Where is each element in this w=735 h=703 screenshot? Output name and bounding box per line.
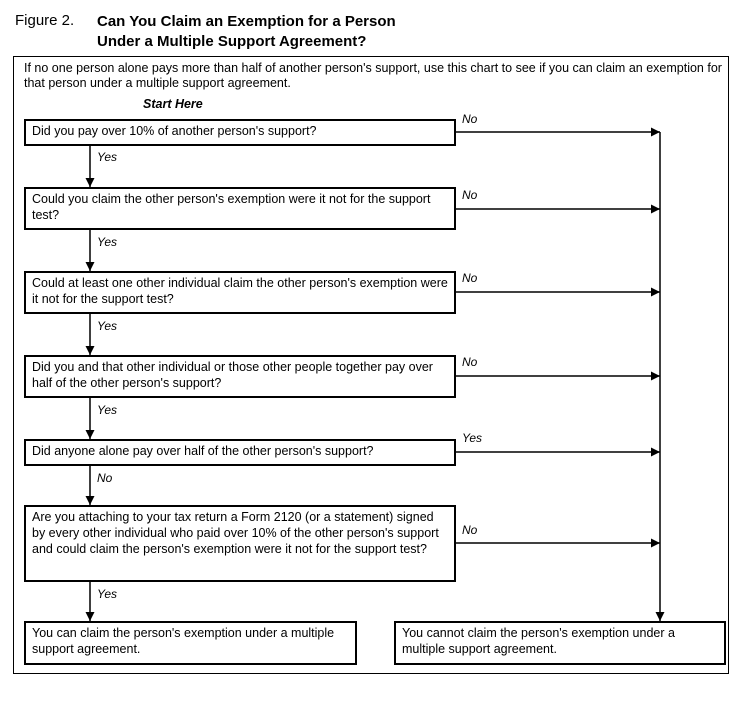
figure-title-line-1: Can You Claim an Exemption for a Person	[97, 13, 396, 30]
result-cannot-claim: You cannot claim the person's exemption …	[394, 621, 726, 665]
intro-text: If no one person alone pays more than ha…	[24, 61, 722, 90]
question-box-1: Did you pay over 10% of another person's…	[24, 119, 456, 146]
result-can-claim: You can claim the person's exemption und…	[24, 621, 357, 665]
flowchart-frame	[13, 56, 729, 674]
q4-right-label: No	[462, 355, 478, 369]
question-box-2: Could you claim the other person's exemp…	[24, 187, 456, 230]
q2-down-label: Yes	[97, 235, 118, 249]
q3-right-label: No	[462, 271, 478, 285]
question-box-4: Did you and that other individual or tho…	[24, 355, 456, 398]
q5-right-label: Yes	[462, 431, 483, 445]
q6-down-label: Yes	[97, 587, 118, 601]
start-here-label: Start Here	[143, 97, 203, 111]
q5-down-label: No	[97, 471, 113, 485]
question-box-3: Could at least one other individual clai…	[24, 271, 456, 314]
q2-right-label: No	[462, 188, 478, 202]
q6-right-label: No	[462, 523, 478, 537]
figure-title-line-2: Under a Multiple Support Agreement?	[97, 33, 367, 50]
question-box-6: Are you attaching to your tax return a F…	[24, 505, 456, 582]
q1-down-label: Yes	[97, 150, 118, 164]
q1-right-label: No	[462, 112, 478, 126]
q4-down-label: Yes	[97, 403, 118, 417]
q3-down-label: Yes	[97, 319, 118, 333]
figure-title: Can You Claim an Exemption for a Person …	[97, 12, 396, 52]
question-box-5: Did anyone alone pay over half of the ot…	[24, 439, 456, 466]
figure-label: Figure 2.	[15, 12, 75, 29]
